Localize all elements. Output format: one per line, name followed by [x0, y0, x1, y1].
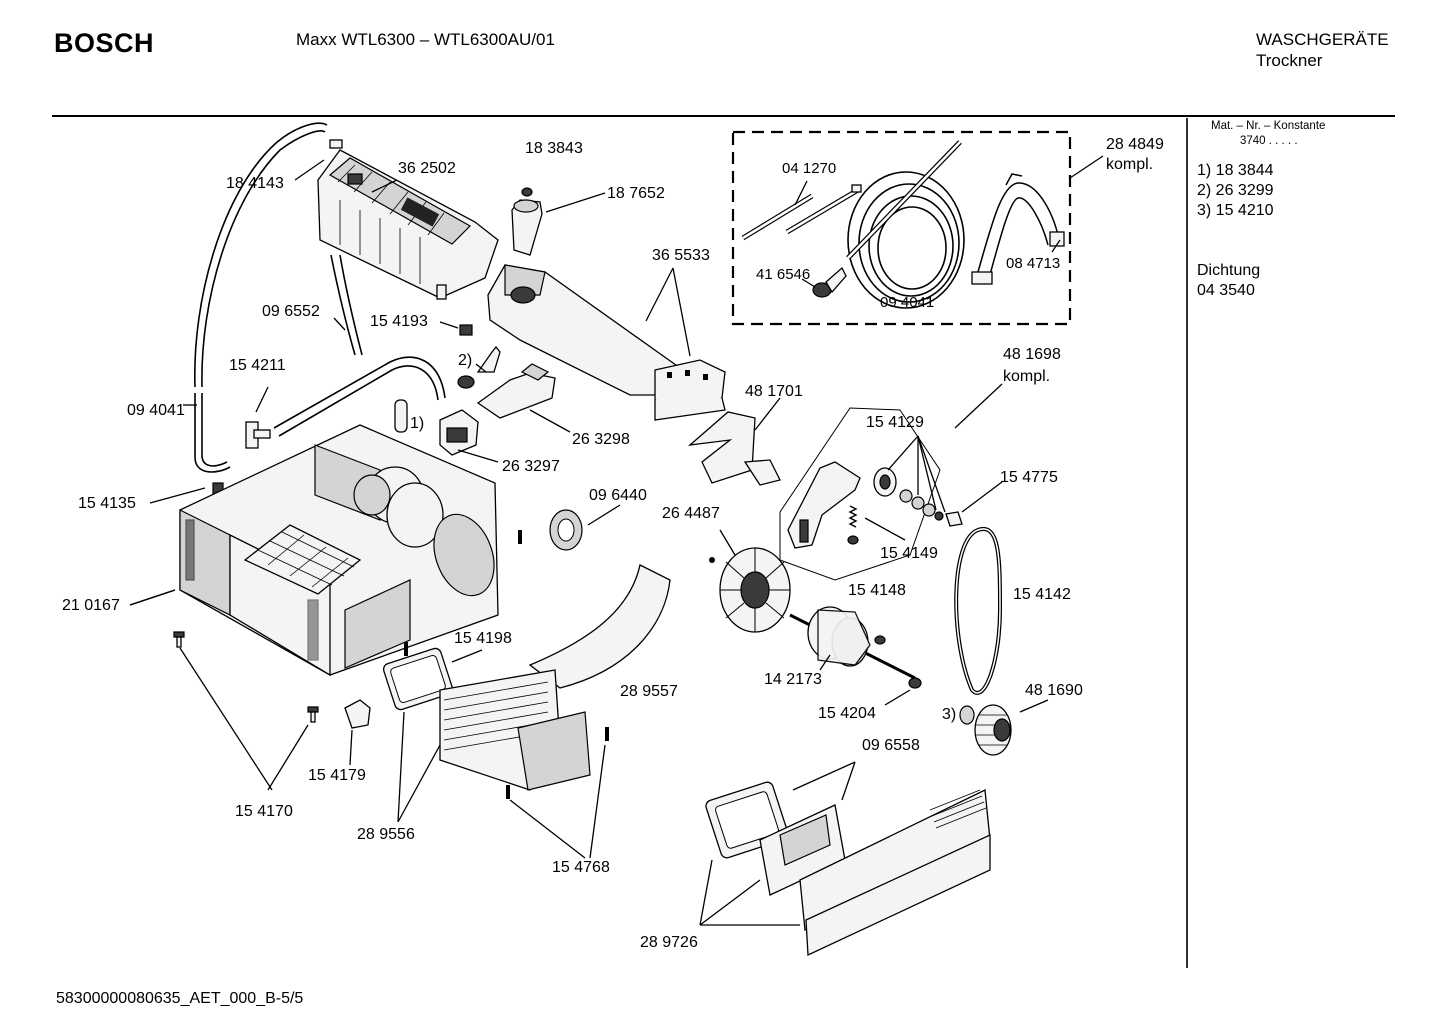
- part-label: 15 4768: [552, 859, 610, 876]
- seal-value: 04 3540: [1197, 282, 1255, 299]
- part-label: 48 1701: [745, 383, 803, 400]
- part-label: 04 1270: [782, 160, 837, 177]
- water-tank-assembly: [317, 139, 499, 300]
- part-label: 28 9557: [620, 683, 678, 700]
- part-label: 15 4142: [1013, 586, 1071, 603]
- variant-item: 1) 18 3844: [1197, 162, 1274, 179]
- relay-263297: [439, 409, 479, 456]
- base-plinth: [179, 424, 499, 677]
- screws: [404, 530, 609, 799]
- category-title: WASCHGERÄTE: [1256, 30, 1389, 49]
- part-label: 36 2502: [398, 160, 456, 177]
- part-label: 41 6546: [756, 266, 811, 283]
- part-label: 09 6440: [589, 487, 647, 504]
- drum-pulley: [959, 704, 1012, 756]
- part-label: 15 4193: [370, 313, 428, 330]
- part-label: 15 4198: [454, 630, 512, 647]
- motor: [789, 606, 916, 680]
- bracket-263298: [476, 363, 556, 419]
- part-label: 2): [458, 352, 473, 369]
- part-label: 18 7652: [607, 185, 665, 202]
- float-valve: [511, 187, 543, 256]
- kit-box: [731, 130, 1072, 326]
- part-label: 15 4129: [866, 414, 924, 431]
- mat-nr-title: Mat. – Nr. – Konstante: [1211, 120, 1326, 132]
- kit-suffix: kompl.: [1106, 156, 1154, 173]
- condenser: [439, 669, 591, 791]
- part-label: 21 0167: [62, 597, 120, 614]
- foot-screws: [173, 631, 319, 723]
- part-label: 48 1690: [1025, 682, 1083, 699]
- part-label: 36 5533: [652, 247, 710, 264]
- part-label: 09 6558: [862, 737, 920, 754]
- kit-hose-bracket: [971, 173, 1065, 285]
- part-label: 48 1698: [1003, 346, 1061, 363]
- sensor-2: [457, 345, 501, 389]
- part-label: 28 9556: [357, 826, 415, 843]
- category-subtitle: Trockner: [1256, 51, 1323, 70]
- mat-nr-value: 3740 . . . . .: [1240, 135, 1298, 147]
- part-label: 15 4148: [848, 582, 906, 599]
- part-label: 26 3298: [572, 431, 630, 448]
- variant-item: 3) 15 4210: [1197, 202, 1274, 219]
- kit-hose-coil: [846, 140, 965, 309]
- part-label: 15 4170: [235, 803, 293, 820]
- curved-duct: [528, 564, 671, 689]
- part-label: 1): [410, 415, 425, 432]
- part-label: 08 4713: [1006, 255, 1061, 272]
- motor-bracket: [787, 461, 861, 549]
- kit-number: 28 4849: [1106, 136, 1164, 153]
- fan-wheel: [719, 547, 791, 633]
- part-label: 14 2173: [764, 671, 822, 688]
- part-label: 28 9726: [640, 934, 698, 951]
- document-id: 58300000080635_AET_000_B-5/5: [56, 990, 304, 1007]
- seal-title: Dichtung: [1197, 262, 1261, 279]
- condensate-container: [487, 264, 726, 421]
- kit-cable-ties: [741, 184, 862, 241]
- part-label: 18 4143: [226, 175, 284, 192]
- part-label: 15 4149: [880, 545, 938, 562]
- kit-adapter: [812, 266, 847, 298]
- drain-hose: [194, 122, 328, 473]
- variant-item: 2) 26 3299: [1197, 182, 1274, 199]
- brand-logo: BOSCH: [54, 28, 155, 58]
- part-label: 26 4487: [662, 505, 720, 522]
- part-label: 09 6552: [262, 303, 320, 320]
- part-label: 3): [942, 706, 957, 723]
- part-label: 15 4211: [229, 357, 286, 374]
- spring: [847, 505, 859, 545]
- part-label: 15 4135: [78, 495, 136, 512]
- part-label: 15 4775: [1000, 469, 1058, 486]
- part-label: kompl.: [1003, 368, 1051, 385]
- part-label: 09 4041: [880, 294, 935, 311]
- part-label: 15 4204: [818, 705, 876, 722]
- part-label: 26 3297: [502, 458, 560, 475]
- front-panel: [705, 781, 991, 956]
- part-label: 18 3843: [525, 140, 583, 157]
- part-label: 15 4179: [308, 767, 366, 784]
- part-label: 09 4041: [127, 402, 185, 419]
- model-title: Maxx WTL6300 – WTL6300AU/01: [296, 30, 555, 49]
